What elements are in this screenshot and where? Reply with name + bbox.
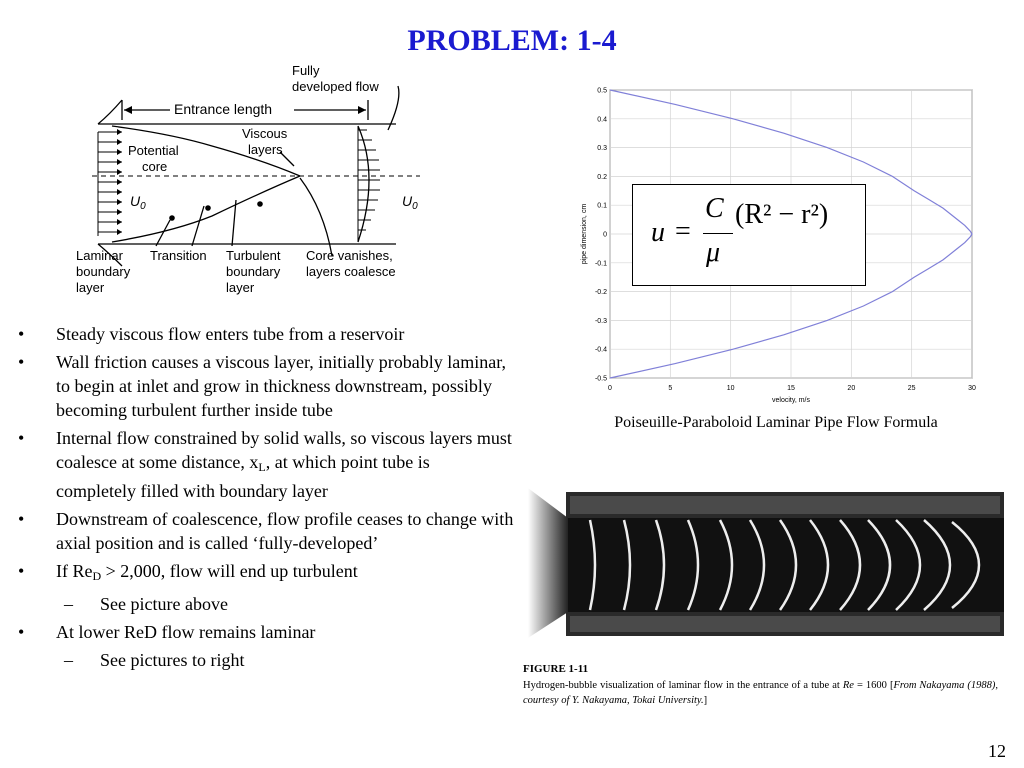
x-axis-label: velocity, m/s [772,397,810,404]
formula-u: u [651,217,665,248]
x-tick-label: 15 [787,385,795,392]
y-tick-label: -0.4 [595,347,607,354]
label-laminar-2: boundary [76,264,131,279]
x-tick-label: 5 [668,385,672,392]
label-fully: Fully [292,63,320,78]
label-developed-flow: developed flow [292,79,379,94]
page-number: 12 [988,741,1006,761]
x-tick-label: 30 [968,385,976,392]
x-tick-label: 0 [608,385,612,392]
y-tick-label: 0.3 [597,145,607,152]
formula-equals: = [675,216,691,247]
formula-numerator: C [705,193,724,224]
label-u0-right: U0 [402,193,418,212]
bullet-item: •At lower ReD flow remains laminar [18,622,316,642]
bullet-item: •Internal flow constrained by solid wall… [18,428,512,501]
x-tick-label: 25 [908,385,916,392]
label-turbulent-3: layer [226,280,255,295]
y-tick-label: -0.5 [595,376,607,383]
fraction-bar [703,233,733,234]
velocity-curve [609,89,973,379]
figure-label: FIGURE 1-11 [523,663,589,675]
x-tick-label: 20 [847,385,855,392]
x-tick-label: 10 [727,385,735,392]
formula-denominator: μ [706,237,721,268]
label-turbulent-2: boundary [226,264,281,279]
y-tick-label: 0.4 [597,116,607,123]
hydrogen-bubble-photo [528,488,1008,638]
sub-bullet-item: –See picture above [64,594,228,614]
entrance-length-diagram: Fully developed flow Entrance length Vis… [62,60,432,308]
label-transition: Transition [150,248,207,263]
y-tick-label: 0.5 [597,88,607,95]
bullet-item: •Wall friction causes a viscous layer, i… [18,352,506,420]
label-entrance-length: Entrance length [174,101,272,117]
y-tick-label: -0.2 [595,289,607,296]
poiseuille-formula: u = C μ (R² − r²) [632,184,866,286]
bullet-list: •Steady viscous flow enters tube from a … [18,322,514,676]
y-tick-label: 0.2 [597,174,607,181]
label-potential: Potential [128,143,179,158]
label-core: core [142,159,167,174]
y-tick-label: 0.1 [597,203,607,210]
label-layers-coalesce: layers coalesce [306,264,396,279]
y-tick-label: -0.1 [595,260,607,267]
label-core-vanishes: Core vanishes, [306,248,393,263]
bullet-item: •If ReD > 2,000, flow will end up turbul… [18,561,358,583]
label-u0-left: U0 [130,193,146,212]
sub-bullet-item: –See pictures to right [64,650,245,670]
label-layers: layers [248,142,283,157]
slide-title: PROBLEM: 1-4 [407,24,617,57]
bullet-item: •Steady viscous flow enters tube from a … [18,324,405,344]
y-tick-label: -0.3 [595,318,607,325]
y-tick-label: 0 [603,232,607,239]
y-axis-label: pipe dimension, cm [581,204,588,264]
label-viscous: Viscous [242,126,288,141]
figure-caption: Hydrogen-bubble visualization of laminar… [523,680,998,706]
label-laminar-3: layer [76,280,105,295]
bullet-item: •Downstream of coalescence, flow profile… [18,509,514,553]
label-laminar: Laminar [76,248,124,263]
label-turbulent: Turbulent [226,248,281,263]
plot-caption: Poiseuille-Paraboloid Laminar Pipe Flow … [614,414,938,431]
formula-parenthetical: (R² − r²) [735,199,829,230]
